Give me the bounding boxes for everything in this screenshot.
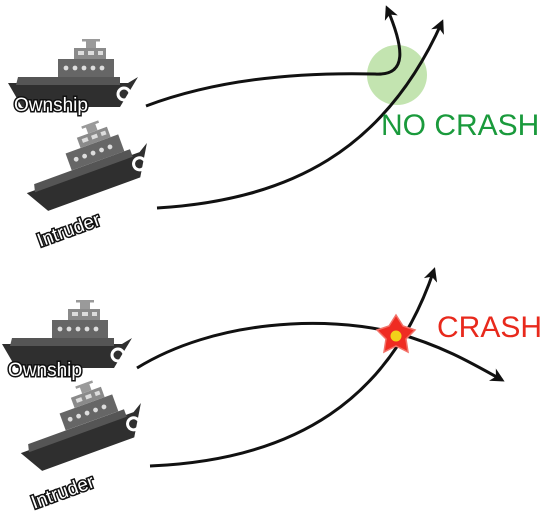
intruder-icon-crash xyxy=(4,365,153,478)
ownship-label: Ownship xyxy=(14,95,88,116)
scenario-no-crash: Ownship Intruder NO CRASH xyxy=(6,5,539,253)
scenario-crash: Ownship Intruder CRASH xyxy=(0,267,542,515)
no-crash-label: NO CRASH xyxy=(381,109,539,142)
collision-center-dot xyxy=(390,330,402,342)
ownship-trajectory xyxy=(145,5,402,108)
intruder-trajectory xyxy=(156,19,444,210)
ownship-icon-crash xyxy=(0,298,134,370)
intruder-label-crash: Intruder xyxy=(29,471,98,513)
crash-label: CRASH xyxy=(437,311,542,344)
intruder-icon xyxy=(10,105,159,218)
ownship-label-crash: Ownship xyxy=(8,360,82,381)
intruder-trajectory-crash xyxy=(149,267,438,468)
safe-zone-marker xyxy=(367,45,427,105)
intruder-label: Intruder xyxy=(35,209,104,251)
ownship-trajectory-crash xyxy=(136,321,505,382)
